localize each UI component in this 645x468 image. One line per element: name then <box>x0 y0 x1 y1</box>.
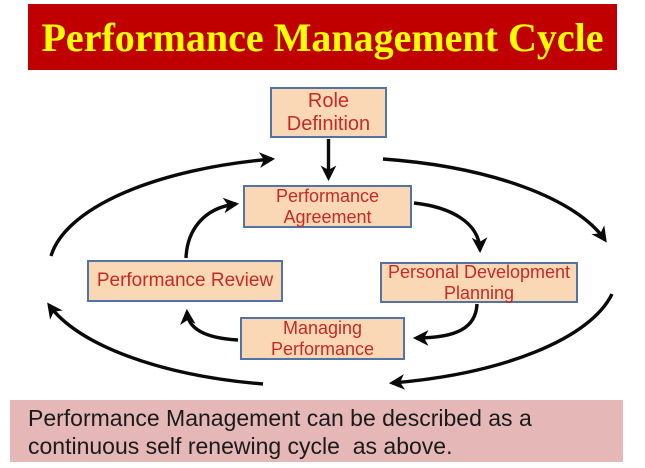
node-managing-performance: Managing Performance <box>240 317 405 360</box>
caption-panel: Performance Management can be described … <box>10 400 623 462</box>
caption-text: Performance Management can be described … <box>28 405 532 459</box>
arrow-review-to-agreement <box>184 197 240 259</box>
title-bar: Performance Management Cycle <box>28 4 617 70</box>
arrow-agreement-to-pdp <box>413 201 488 254</box>
outer-arc-top-left-arrow <box>49 152 276 257</box>
node-performance-agreement: Performance Agreement <box>243 185 412 228</box>
node-personal-development-planning: Personal Development Planning <box>380 262 578 303</box>
arrow-managing-to-review <box>180 308 239 342</box>
node-role-definition: Role Definition <box>270 87 387 138</box>
page-title: Performance Management Cycle <box>41 14 604 60</box>
arrow-pdp-to-managing <box>412 303 479 346</box>
node-performance-review: Performance Review <box>87 260 283 302</box>
outer-arc-top-right-arrow <box>382 157 607 243</box>
outer-arc-bottom-right-arrow <box>388 293 614 390</box>
outer-arc-bottom-left-arrow <box>47 302 264 386</box>
